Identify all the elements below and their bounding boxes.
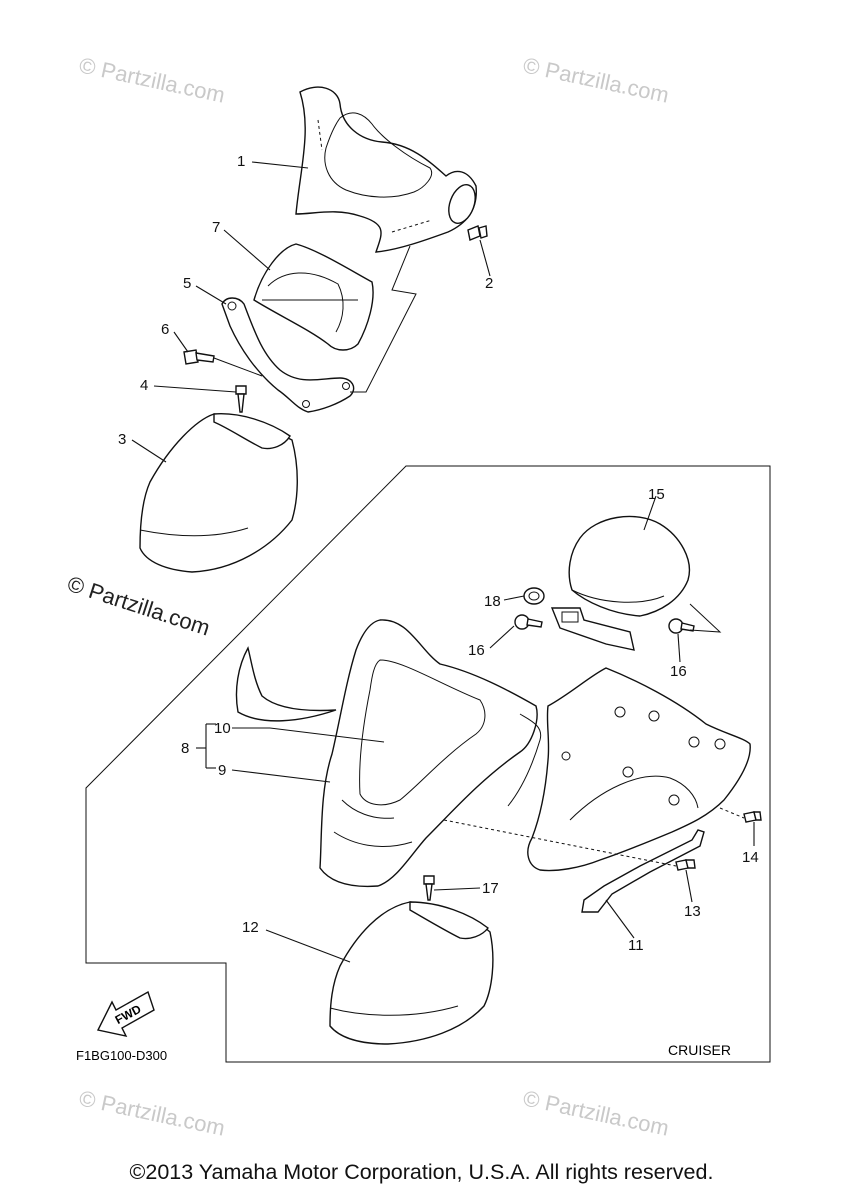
part-12-front-cover bbox=[329, 901, 494, 1045]
part-16-bolt-left bbox=[514, 614, 543, 630]
cruiser-variant-boundary bbox=[85, 465, 771, 1063]
copyright-notice: ©2013 Yamaha Motor Corporation, U.S.A. A… bbox=[129, 1160, 714, 1184]
callout-8: 8 bbox=[181, 740, 189, 757]
part-17-screw bbox=[423, 875, 435, 901]
callout-7: 7 bbox=[212, 219, 220, 236]
part-15-bracket bbox=[550, 607, 635, 651]
svg-text:© Partzilla.com: © Partzilla.com bbox=[64, 571, 213, 641]
watermark-middle-left: © Partzilla.com bbox=[64, 571, 213, 641]
callout-18: 18 bbox=[484, 593, 501, 610]
watermark-top-right: © Partzilla.com bbox=[521, 52, 671, 107]
part-7-meter-visor bbox=[253, 243, 374, 351]
callout-10: 10 bbox=[214, 720, 231, 737]
part-10-trim bbox=[235, 646, 337, 722]
callout-15: 15 bbox=[648, 486, 665, 503]
callout-6: 6 bbox=[161, 321, 169, 338]
callout-4: 4 bbox=[140, 377, 148, 394]
callout-5: 5 bbox=[183, 275, 191, 292]
callout-2: 2 bbox=[485, 275, 493, 292]
callout-16-left: 16 bbox=[468, 642, 485, 659]
part-9-front-fairing bbox=[319, 619, 542, 888]
leader-lines bbox=[131, 161, 755, 963]
callout-3: 3 bbox=[118, 431, 126, 448]
reference-line-dashed-2 bbox=[719, 807, 745, 819]
callout-14: 14 bbox=[742, 849, 759, 866]
part-5-bracket bbox=[221, 297, 355, 413]
reference-line-upper bbox=[350, 245, 417, 393]
callout-12: 12 bbox=[242, 919, 259, 936]
variant-label: CRUISER bbox=[668, 1042, 731, 1058]
part-1-handlebar-cover bbox=[295, 86, 477, 253]
watermark-bottom-left: © Partzilla.com bbox=[77, 1085, 227, 1140]
callout-17: 17 bbox=[482, 880, 499, 897]
callout-1: 1 bbox=[237, 153, 245, 170]
callout-13: 13 bbox=[684, 903, 701, 920]
part-15-windshield bbox=[568, 515, 690, 617]
svg-text:© Partzilla.com: © Partzilla.com bbox=[521, 1085, 671, 1140]
part-6-bolt bbox=[183, 349, 215, 365]
callout-16-right: 16 bbox=[670, 663, 687, 680]
callout-9: 9 bbox=[218, 762, 226, 779]
reference-line-windshield bbox=[689, 603, 722, 633]
svg-text:© Partzilla.com: © Partzilla.com bbox=[521, 52, 671, 107]
part-14-screw bbox=[743, 811, 762, 823]
reference-line-bolt-6 bbox=[213, 357, 263, 377]
part-4-screw bbox=[235, 385, 247, 413]
diagram-code: F1BG100-D300 bbox=[76, 1048, 167, 1063]
part-13-screw bbox=[675, 859, 696, 871]
svg-text:© Partzilla.com: © Partzilla.com bbox=[77, 1085, 227, 1140]
watermark-top-left: © Partzilla.com bbox=[77, 52, 227, 107]
svg-text:© Partzilla.com: © Partzilla.com bbox=[77, 52, 227, 107]
part-3-front-cover bbox=[139, 413, 298, 573]
fwd-arrow-icon: FWD bbox=[96, 990, 155, 1037]
callout-11: 11 bbox=[628, 937, 644, 954]
part-16-bolt-right bbox=[668, 618, 695, 634]
callout-labels: 1 2 7 5 6 4 3 15 18 16 16 10 8 9 14 17 1… bbox=[118, 153, 759, 954]
part-18-grommet bbox=[523, 587, 545, 605]
part-2-screw bbox=[467, 225, 488, 241]
watermark-bottom-right: © Partzilla.com bbox=[521, 1085, 671, 1140]
part-11-inner-panel bbox=[527, 667, 751, 913]
